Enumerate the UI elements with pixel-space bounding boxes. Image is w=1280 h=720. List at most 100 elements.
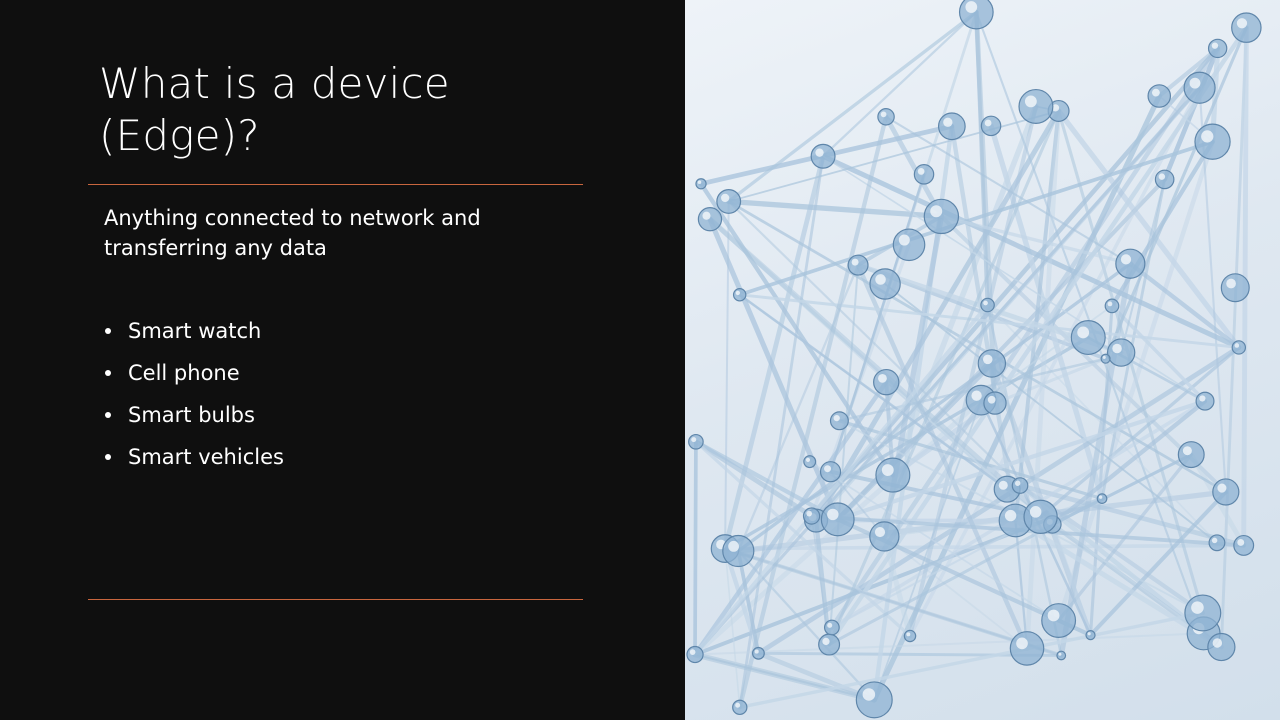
network-node — [875, 457, 911, 493]
network-node — [803, 455, 817, 469]
network-strand — [738, 154, 825, 709]
network-node — [1104, 298, 1120, 314]
network-strand — [1128, 261, 1242, 350]
network-strand — [883, 114, 944, 219]
network-node-highlight — [824, 465, 832, 473]
network-node — [1184, 594, 1222, 632]
network-strand — [1055, 108, 1242, 351]
network-node — [732, 288, 747, 302]
network-strand — [737, 114, 889, 710]
network-node — [903, 629, 917, 643]
footer-divider — [88, 599, 583, 600]
network-node-highlight — [1182, 446, 1192, 456]
network-strand — [939, 214, 1133, 266]
network-strand — [908, 86, 1202, 638]
network-node-highlight — [943, 117, 953, 127]
network-node-highlight — [983, 300, 988, 306]
network-strand — [1050, 522, 1093, 638]
network-strand — [707, 217, 1010, 492]
bullet-item: Cell phone — [104, 352, 284, 394]
network-node-highlight — [805, 457, 811, 462]
network-strand — [822, 155, 1206, 402]
network-strand — [693, 303, 990, 657]
network-strand — [884, 283, 1218, 544]
network-node-highlight — [1201, 130, 1214, 143]
network-node — [819, 461, 842, 483]
network-node — [686, 645, 704, 664]
network-strand — [694, 653, 876, 701]
network-node-highlight — [987, 395, 996, 404]
network-node-highlight — [1107, 301, 1113, 307]
network-node — [810, 143, 836, 169]
network-node-highlight — [862, 688, 876, 701]
network-node-highlight — [982, 354, 993, 365]
network-node — [802, 507, 821, 525]
network-node-highlight — [1024, 95, 1037, 108]
network-illustration — [686, 0, 1262, 719]
network-node-highlight — [906, 632, 911, 637]
network-strand — [1110, 304, 1207, 403]
network-node-highlight — [1015, 480, 1021, 486]
network-node — [820, 502, 855, 537]
network-node — [732, 699, 748, 716]
network-strand — [871, 93, 1162, 703]
network-strand — [693, 439, 840, 522]
network-node-highlight — [1236, 18, 1248, 29]
network-node-highlight — [881, 464, 894, 476]
network-node — [869, 521, 900, 552]
network-strand — [820, 153, 1242, 350]
network-strand — [1162, 46, 1221, 182]
network-node — [722, 534, 755, 568]
bullet-text: Smart watch — [128, 319, 262, 343]
network-node — [1194, 123, 1231, 160]
network-node — [913, 164, 935, 185]
network-node-highlight — [1098, 495, 1103, 499]
network-strand — [1056, 139, 1215, 623]
slide-title: What is a device (Edge)? — [99, 58, 579, 162]
network-node-highlight — [1211, 42, 1219, 49]
network-node-highlight — [721, 193, 730, 203]
network-node-highlight — [1158, 173, 1166, 180]
network-node — [983, 391, 1007, 415]
network-node-highlight — [1051, 104, 1060, 112]
network-node — [1018, 88, 1054, 124]
network-node-highlight — [827, 622, 833, 628]
bullet-dot-icon — [105, 412, 111, 418]
network-node-highlight — [1237, 539, 1245, 546]
network-strand — [738, 611, 1205, 710]
network-node-highlight — [874, 526, 886, 538]
network-strand — [756, 651, 1063, 657]
network-strand — [881, 533, 913, 639]
network-node — [873, 368, 900, 396]
network-node-highlight — [1029, 506, 1042, 518]
network-node-highlight — [691, 437, 697, 443]
network-strand — [826, 25, 1249, 647]
network-node — [751, 646, 765, 660]
network-node — [829, 411, 849, 431]
network-node — [1023, 499, 1058, 535]
bullet-dot-icon — [105, 370, 111, 376]
network-strand — [727, 200, 1022, 487]
network-node-highlight — [1087, 632, 1091, 636]
network-node-highlight — [728, 540, 740, 552]
bullet-text: Smart bulbs — [128, 403, 255, 427]
bullet-item: Smart vehicles — [104, 436, 284, 478]
bullet-dot-icon — [105, 328, 111, 334]
bullet-item: Smart bulbs — [104, 394, 284, 436]
network-node-highlight — [1234, 343, 1240, 348]
network-node — [1041, 603, 1077, 638]
network-node — [980, 297, 995, 313]
network-node — [1207, 38, 1228, 59]
network-strand — [884, 115, 1132, 265]
network-node — [1011, 477, 1029, 494]
network-node-highlight — [1217, 483, 1227, 493]
network-strand — [828, 264, 860, 646]
bullet-item: Smart watch — [104, 310, 284, 352]
network-strand — [1104, 26, 1248, 361]
bullet-dot-icon — [105, 454, 111, 460]
network-node-highlight — [735, 702, 741, 708]
network-node-highlight — [1077, 326, 1090, 339]
network-strand — [1100, 177, 1167, 501]
network-strand — [1012, 517, 1224, 650]
